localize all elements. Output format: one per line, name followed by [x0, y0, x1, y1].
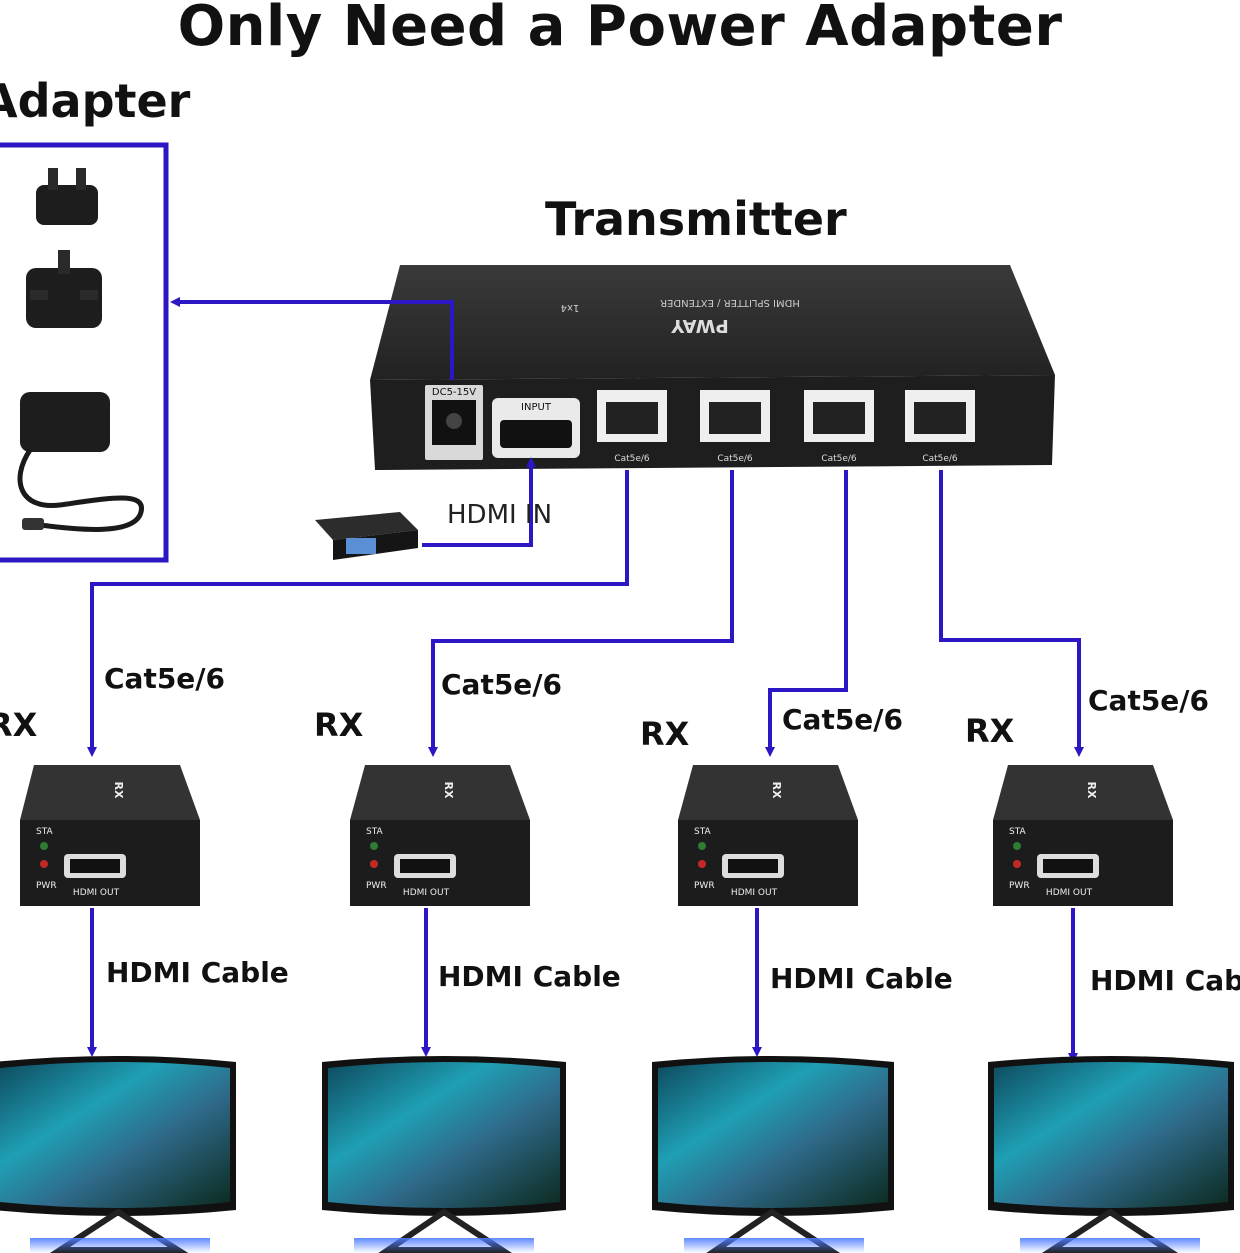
rx1-hdmi-out-label: HDMI OUT [73, 888, 120, 898]
rx-label-1: RX [0, 706, 38, 744]
receiver-device-1: STA PWR HDMI OUT RX [20, 765, 200, 906]
rx4-model-label: RX [1085, 782, 1098, 799]
monitor-icon [988, 1056, 1234, 1253]
hdmi-cable-label-1: HDMI Cable [106, 956, 289, 989]
blu-ray-player-icon [315, 512, 418, 560]
diagram-title: Only Need a Power Adapter [177, 0, 1063, 59]
transmitter-product-name: HDMI SPLITTER / EXTENDER [660, 297, 800, 308]
receiver-device-3: STA PWR HDMI OUT RX [678, 765, 858, 906]
port-label-4: Cat5e/6 [922, 454, 958, 464]
input-port-label: INPUT [521, 402, 552, 413]
cat-line-4 [939, 470, 1084, 757]
hdmi-cable-label-4: HDMI Cable [1090, 964, 1240, 997]
hdmi-in-label: HDMI IN [447, 500, 553, 530]
power-port-label: DC5-15V [432, 387, 476, 398]
eu-plug-icon [26, 250, 102, 328]
adapter-heading: Adapter [0, 74, 191, 128]
port-label-3: Cat5e/6 [821, 454, 857, 464]
rx2-model-label: RX [442, 782, 455, 799]
rx4-pwr-label: PWR [1009, 881, 1030, 891]
rx3-model-label: RX [770, 782, 783, 799]
cat-label-2: Cat5e/6 [441, 668, 563, 701]
rx3-sta-label: STA [694, 827, 712, 837]
rx1-pwr-label: PWR [36, 881, 57, 891]
cat-line-3 [765, 470, 848, 757]
rx-label-3: RX [640, 715, 690, 753]
rx1-model-label: RX [112, 782, 125, 799]
transmitter-heading: Transmitter [545, 192, 847, 246]
hdmi-cable-label-2: HDMI Cable [438, 960, 621, 993]
transmitter-brand: PWAY [670, 315, 728, 336]
rx3-pwr-label: PWR [694, 881, 715, 891]
rx4-sta-label: STA [1009, 827, 1027, 837]
hdmi-in-line [422, 457, 536, 547]
rx3-hdmi-out-label: HDMI OUT [731, 888, 778, 898]
cat-label-1: Cat5e/6 [104, 662, 226, 695]
rx-label-2: RX [314, 706, 364, 744]
cat-line-2 [428, 470, 734, 757]
uk-plug-icon [36, 168, 98, 225]
rx-label-4: RX [965, 712, 1015, 750]
receiver-device-2: STA PWR HDMI OUT RX [350, 765, 530, 906]
monitor-icon [322, 1056, 566, 1253]
port-label-2: Cat5e/6 [717, 454, 753, 464]
receiver-device-4: STA PWR HDMI OUT RX [993, 765, 1173, 906]
rx2-pwr-label: PWR [366, 881, 387, 891]
power-adapter-icon [17, 392, 144, 532]
cat-line-1 [87, 470, 629, 757]
power-connection-line [170, 297, 454, 380]
transmitter-product-badge: 1x4 [561, 302, 580, 313]
rx4-hdmi-out-label: HDMI OUT [1046, 888, 1093, 898]
rx1-sta-label: STA [36, 827, 54, 837]
cat-label-3: Cat5e/6 [782, 703, 904, 736]
rj45-ports: Cat5e/6 Cat5e/6 Cat5e/6 Cat5e/6 [597, 390, 975, 464]
monitor-icon [652, 1056, 894, 1253]
hdmi-cable-label-3: HDMI Cable [770, 962, 953, 995]
cat-label-4: Cat5e/6 [1088, 684, 1210, 717]
rx2-hdmi-out-label: HDMI OUT [403, 888, 450, 898]
adapter-box-border [0, 142, 169, 563]
rx2-sta-label: STA [366, 827, 384, 837]
port-label-1: Cat5e/6 [614, 454, 650, 464]
monitor-icon [0, 1056, 236, 1253]
